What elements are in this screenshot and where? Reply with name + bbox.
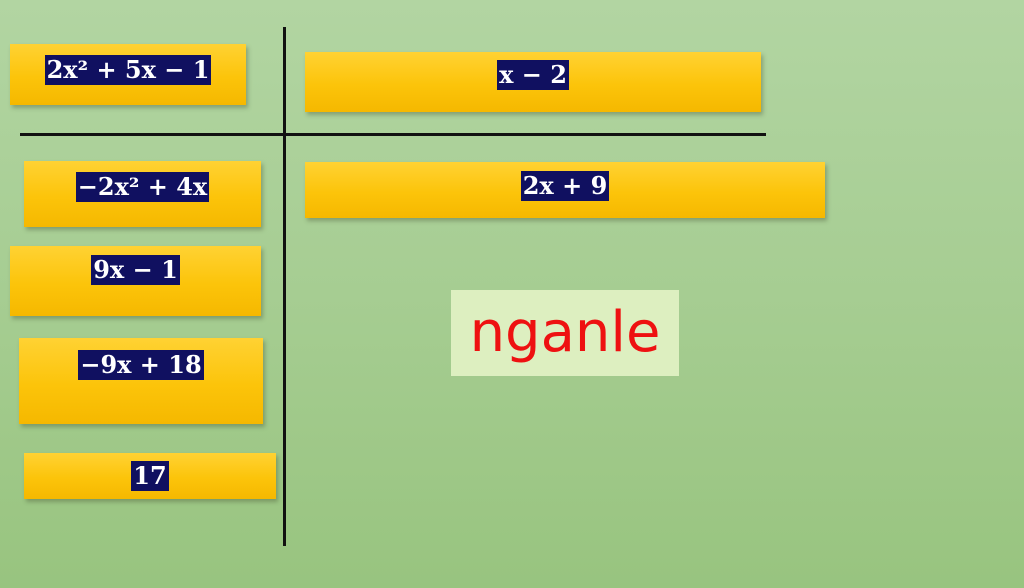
author-stamp-text: nganle — [469, 300, 661, 365]
step-text-2: 9x − 1 — [91, 255, 180, 285]
step-card-1[interactable]: −2x² + 4x — [24, 161, 261, 227]
step-card-3[interactable]: −9x + 18 — [19, 338, 263, 424]
quotient-text: 2x + 9 — [520, 171, 610, 201]
divisor-text: x − 2 — [497, 60, 569, 90]
divisor-card[interactable]: x − 2 — [305, 52, 761, 112]
step-card-4[interactable]: 17 — [24, 453, 276, 499]
dividend-card[interactable]: 2x² + 5x − 1 — [10, 44, 246, 105]
step-text-3: −9x + 18 — [78, 350, 204, 380]
step-text-1: −2x² + 4x — [75, 172, 210, 202]
author-stamp: nganle — [451, 290, 679, 376]
step-card-2[interactable]: 9x − 1 — [10, 246, 261, 316]
dividend-text: 2x² + 5x − 1 — [44, 55, 212, 85]
quotient-card[interactable]: 2x + 9 — [305, 162, 825, 218]
vertical-division-line — [283, 27, 286, 546]
horizontal-division-line — [20, 133, 766, 136]
step-text-4: 17 — [131, 461, 169, 491]
